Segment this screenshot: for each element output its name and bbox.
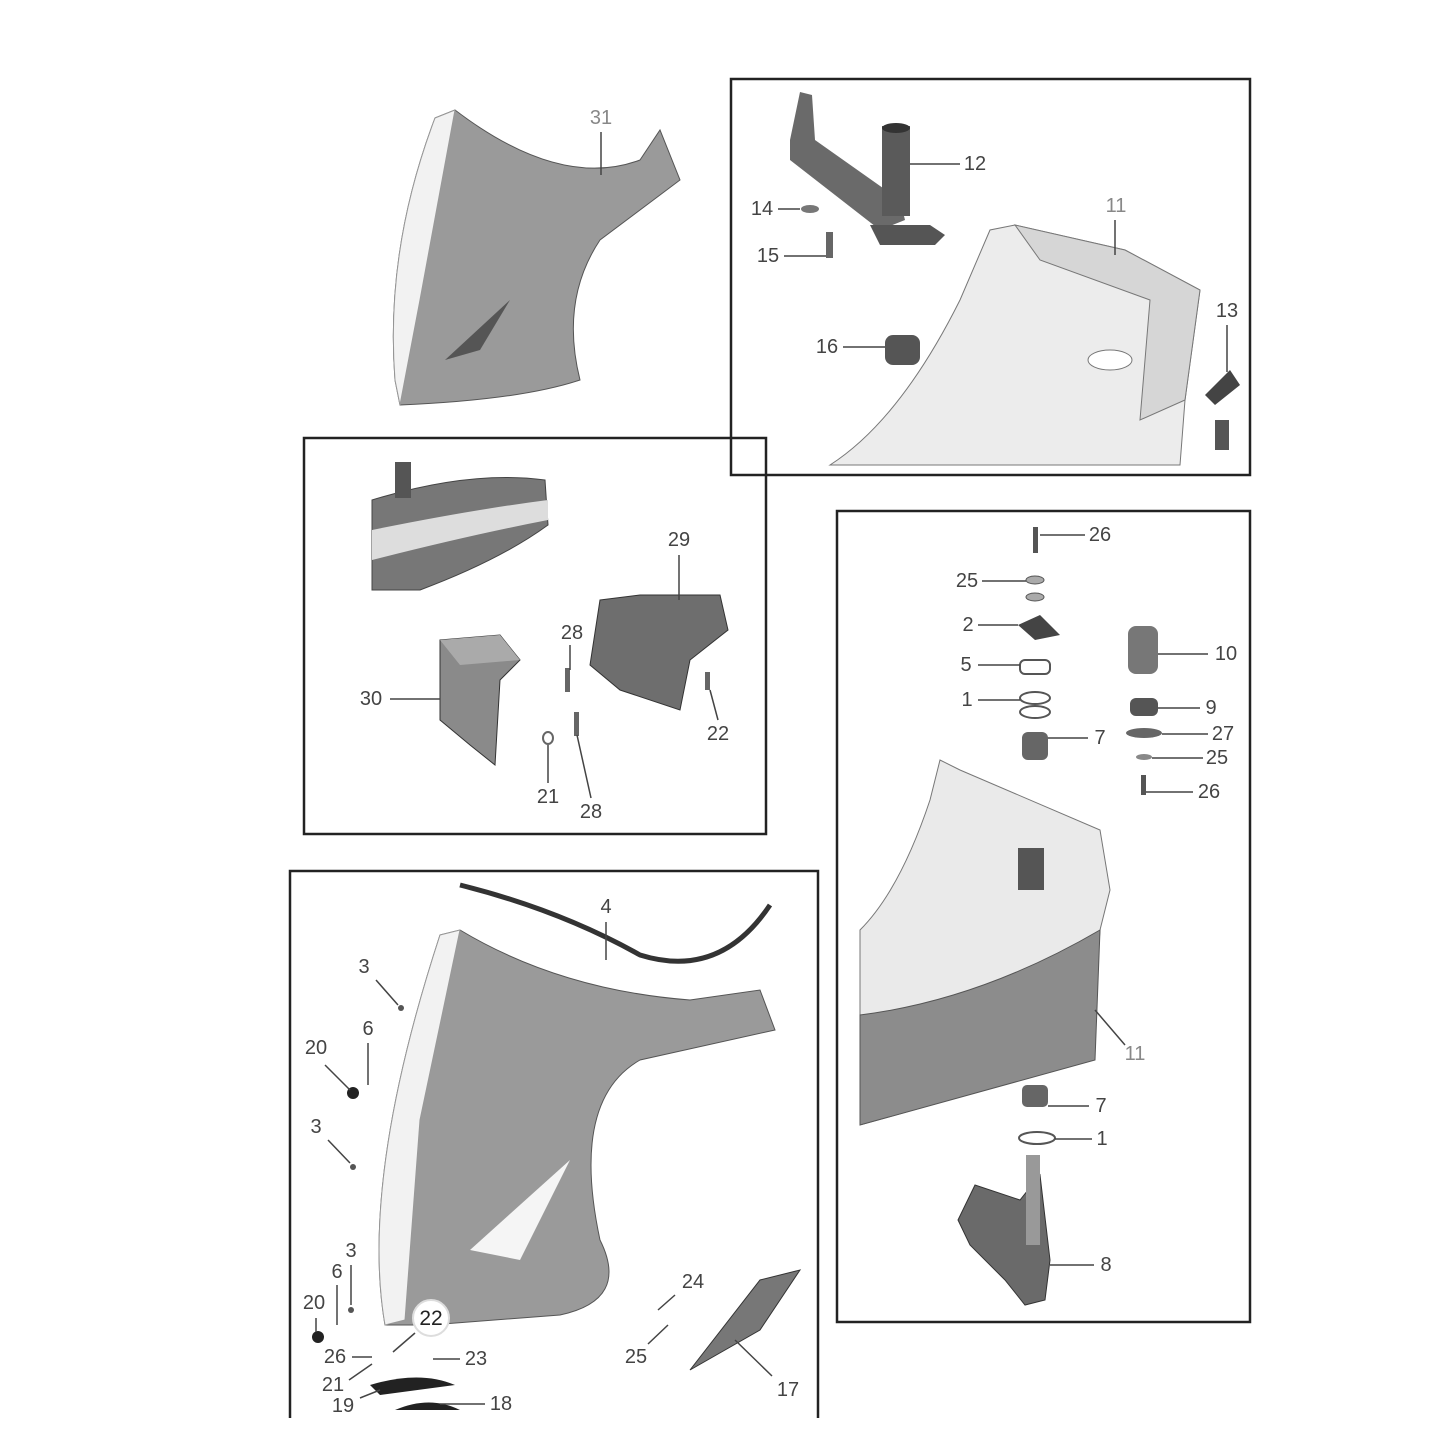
callout-12: 12 <box>963 153 987 175</box>
callout-28: 28 <box>560 622 584 644</box>
front-shield-part-31 <box>392 109 681 406</box>
callout-28: 28 <box>579 801 603 823</box>
callout-11: 11 <box>1124 1043 1146 1065</box>
callout-10: 10 <box>1214 643 1238 665</box>
callout-20: 20 <box>302 1292 326 1314</box>
callout-15: 15 <box>756 245 780 267</box>
callout-13: 13 <box>1215 300 1239 322</box>
callout-26: 26 <box>323 1346 347 1368</box>
callout-18: 18 <box>489 1393 513 1415</box>
callout-16: 16 <box>815 336 839 358</box>
callout-17: 17 <box>776 1379 800 1401</box>
page-cutoff <box>0 1418 1445 1445</box>
callout-6: 6 <box>331 1261 343 1283</box>
callout-26: 26 <box>1197 781 1221 803</box>
frame-headset <box>729 77 1252 477</box>
callout-3: 3 <box>345 1240 357 1262</box>
callout-22-highlighted: 22 <box>412 1299 450 1337</box>
callout-20: 20 <box>304 1037 328 1059</box>
callout-23: 23 <box>464 1348 488 1370</box>
callout-1: 1 <box>961 689 973 711</box>
callout-22: 22 <box>706 723 730 745</box>
frame-shield <box>288 869 820 1445</box>
callout-1: 1 <box>1096 1128 1108 1150</box>
callout-19: 19 <box>331 1395 355 1417</box>
callout-24: 24 <box>681 1271 705 1293</box>
callout-9: 9 <box>1205 697 1217 719</box>
callout-4: 4 <box>600 896 612 918</box>
callout-8: 8 <box>1100 1254 1112 1276</box>
callout-25: 25 <box>955 570 979 592</box>
callout-7: 7 <box>1094 727 1106 749</box>
callout-6: 6 <box>362 1018 374 1040</box>
lamp-parts <box>371 462 729 766</box>
frame-lamp <box>302 436 768 836</box>
callout-7: 7 <box>1095 1095 1107 1117</box>
callout-31: 31 <box>589 107 613 129</box>
callout-11: 11 <box>1105 195 1127 217</box>
callout-27: 27 <box>1211 723 1235 745</box>
callout-2: 2 <box>962 614 974 636</box>
callout-30: 30 <box>359 688 383 710</box>
callout-3: 3 <box>310 1116 322 1138</box>
callout-29: 29 <box>667 529 691 551</box>
callout-21: 21 <box>536 786 560 808</box>
callout-26: 26 <box>1088 524 1112 546</box>
callout-25: 25 <box>624 1346 648 1368</box>
leader-lines <box>315 132 1228 1405</box>
shield-parts <box>312 882 802 1410</box>
callout-25: 25 <box>1205 747 1229 769</box>
callout-14: 14 <box>750 198 774 220</box>
frame-steering <box>835 509 1252 1324</box>
callout-21: 21 <box>321 1374 345 1396</box>
callout-3: 3 <box>358 956 370 978</box>
steering-parts <box>859 527 1162 1306</box>
headset-parts <box>790 92 1240 466</box>
callout-5: 5 <box>960 654 972 676</box>
